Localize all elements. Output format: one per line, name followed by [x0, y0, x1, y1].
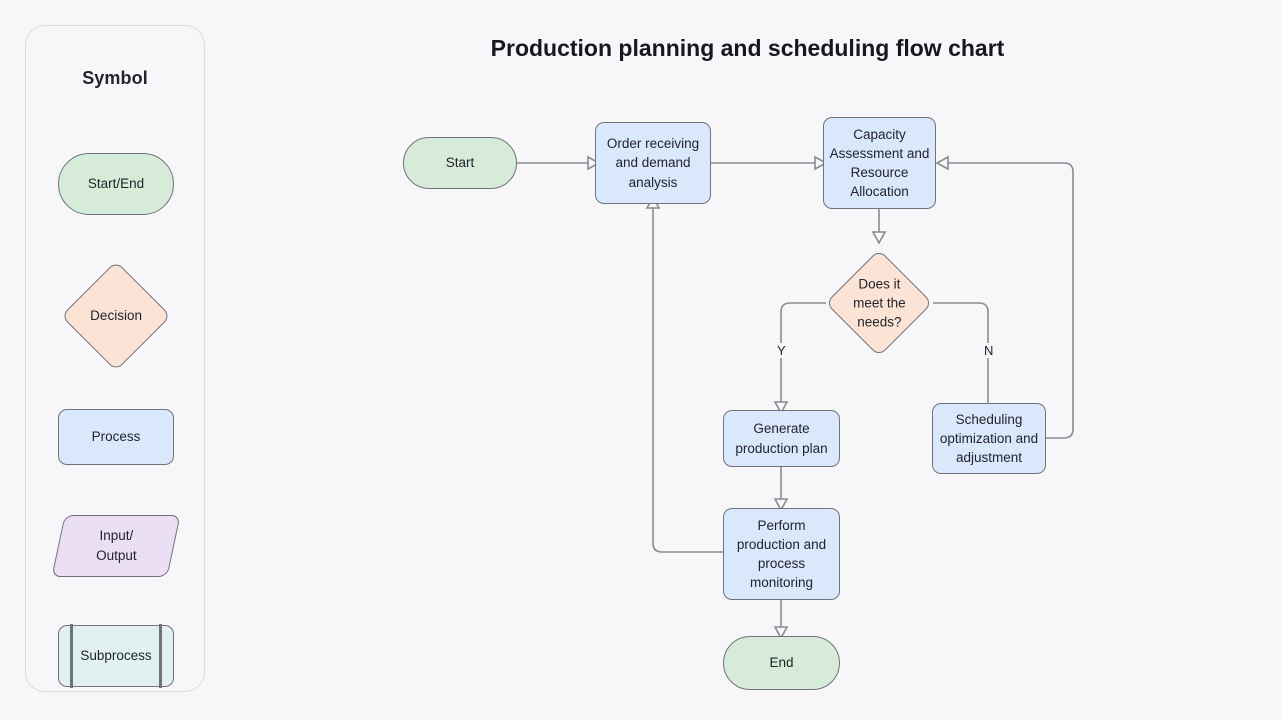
node-perform-line1: Perform [757, 517, 806, 533]
subprocess-left-bar [70, 624, 74, 688]
edge-label-no: N [982, 343, 996, 358]
node-decision-line1: Does it [857, 276, 901, 292]
node-scheduling-optimization[interactable]: Scheduling optimization and adjustment [932, 403, 1046, 474]
node-capacity-assessment[interactable]: Capacity Assessment and Resource Allocat… [823, 117, 936, 209]
node-capacity-line4: Allocation [850, 184, 909, 200]
node-generate-line1: Generate [753, 421, 810, 437]
arrowhead-end-top [773, 626, 789, 640]
page-title: Production planning and scheduling flow … [490, 35, 1005, 61]
node-scheduling-line1: Scheduling [955, 411, 1023, 427]
node-perform-line3: process [757, 556, 806, 571]
subprocess-right-bar [158, 624, 162, 688]
node-capacity-line1: Capacity [853, 126, 906, 142]
node-end-label: End [769, 655, 794, 671]
node-decision-line3: needs? [856, 314, 902, 330]
node-order-receiving[interactable]: Order receiving and demand analysis [595, 122, 711, 204]
node-decision-line2: meet the [852, 295, 906, 311]
legend-shape-rectangle: Process [58, 409, 174, 465]
symbol-legend-panel: Symbol Start/End Decision Process Input/… [25, 25, 205, 692]
node-scheduling-line2: optimization and [939, 430, 1039, 446]
node-order-line2: and demand [615, 155, 691, 171]
node-capacity-label: Capacity Assessment and Resource Allocat… [830, 125, 930, 202]
node-perform-label: Perform production and process monitorin… [737, 516, 826, 593]
edge-scheduling-to-capacity-feedback [948, 162, 1074, 439]
node-perform-line2: production and [736, 536, 827, 552]
node-perform-line4: monitoring [749, 575, 813, 591]
node-start-label: Start [445, 155, 475, 171]
legend-label-process: Process [91, 429, 141, 445]
arrowhead-decision-top [871, 231, 887, 245]
arrowhead-generate-top [773, 401, 789, 415]
legend-label-subprocess: Subprocess [80, 648, 152, 664]
node-order-line1: Order receiving [606, 136, 700, 152]
arrowhead-capacity-right [935, 155, 949, 171]
legend-shape-terminator: Start/End [58, 153, 174, 215]
node-start[interactable]: Start [403, 137, 517, 189]
edge-perform-to-order-feedback [652, 208, 723, 553]
edge-decision-no [933, 302, 989, 403]
arrowhead-order-left [587, 155, 601, 171]
node-decision-label: Does it meet the needs? [853, 274, 906, 331]
legend-item-process: Process [26, 392, 206, 482]
node-capacity-line2: Assessment and [829, 145, 930, 161]
edge-label-yes: Y [775, 343, 788, 358]
node-perform-production[interactable]: Perform production and process monitorin… [723, 508, 840, 600]
legend-item-subprocess: Subprocess [26, 611, 206, 701]
legend-heading: Symbol [82, 68, 148, 88]
legend-label-start-end: Start/End [87, 176, 145, 192]
node-generate-production-plan[interactable]: Generate production plan [723, 410, 840, 467]
node-order-line3: analysis [628, 174, 678, 190]
node-capacity-line3: Resource [850, 165, 909, 180]
node-scheduling-line3: adjustment [955, 450, 1023, 466]
node-scheduling-label: Scheduling optimization and adjustment [940, 410, 1038, 467]
node-end[interactable]: End [723, 636, 840, 690]
node-generate-line2: production plan [735, 440, 828, 456]
arrowhead-capacity-left [814, 155, 828, 171]
node-order-label: Order receiving and demand analysis [607, 134, 699, 191]
legend-item-start-end: Start/End [26, 139, 206, 229]
node-generate-label: Generate production plan [735, 419, 827, 457]
arrowhead-perform-top [773, 498, 789, 512]
edge-decision-yes [780, 302, 826, 402]
legend-shape-subprocess: Subprocess [58, 624, 174, 688]
